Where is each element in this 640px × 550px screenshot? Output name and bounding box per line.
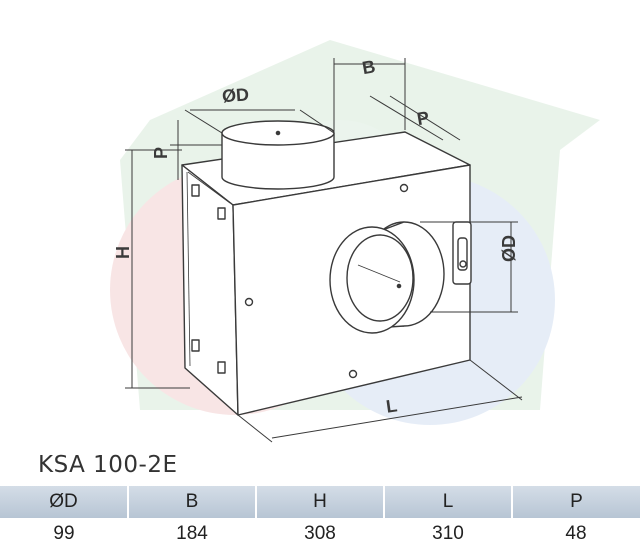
label-diameter-top: ØD: [221, 84, 249, 106]
side-duct: [329, 221, 445, 334]
label-p-left: P: [151, 147, 171, 159]
top-duct: [221, 120, 335, 190]
label-h: H: [113, 246, 133, 259]
header-h: H: [255, 486, 384, 518]
value-diameter: 99: [53, 523, 75, 544]
terminal-box: [452, 221, 472, 285]
header-b: B: [127, 486, 256, 518]
value-h: 308: [304, 523, 336, 544]
label-l: L: [385, 395, 399, 416]
header-l: L: [383, 486, 512, 518]
header-p: P: [511, 486, 640, 518]
label-p-top: P: [415, 107, 430, 129]
spec-table: ØD B H L P 99 184 308 310 48: [0, 486, 640, 550]
spec-value-row: 99 184 308 310 48: [0, 518, 640, 550]
value-b: 184: [176, 523, 208, 544]
spec-header-row: ØD B H L P: [0, 486, 640, 518]
label-diameter-side: ØD: [499, 235, 519, 262]
value-l: 310: [432, 523, 464, 544]
value-p: 48: [565, 523, 587, 544]
label-b: B: [361, 56, 377, 78]
fan-dimension-drawing: ØD B P P H ØD L: [110, 40, 600, 443]
screws: [191, 183, 409, 379]
dimension-lines: [125, 58, 523, 443]
model-label: KSA 100-2E: [38, 452, 178, 478]
header-diameter: ØD: [0, 486, 128, 518]
